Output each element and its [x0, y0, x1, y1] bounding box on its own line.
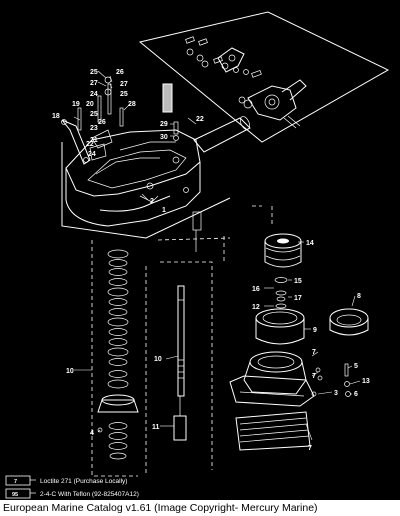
- image-caption: European Marine Catalog v1.61 (Image Cop…: [0, 500, 400, 516]
- callout: 27: [120, 81, 128, 88]
- callout: 25: [90, 111, 98, 118]
- callout: 30: [160, 134, 168, 141]
- wear-ring: [255, 308, 305, 345]
- bearing-stack: [107, 249, 129, 460]
- callout: 27: [90, 80, 98, 87]
- legend-text-1: Loctite 271 (Purchase Locally): [40, 478, 127, 485]
- callout: 22: [86, 141, 94, 148]
- callout: 9: [313, 327, 317, 334]
- pump-housing: [65, 129, 201, 227]
- callout: 5: [354, 363, 358, 370]
- legend-code-1: 7: [14, 479, 17, 485]
- impeller-hardware: [274, 277, 288, 309]
- callout: 20: [86, 101, 94, 108]
- callout: 7: [312, 349, 316, 356]
- callout: 18: [52, 113, 60, 120]
- callout-labels: 25 27 24 26 27 25 28 19 20 25 26 18 21 2…: [52, 69, 370, 452]
- legend-code-2: 95: [12, 492, 18, 498]
- legend: 7 Loctite 271 (Purchase Locally) 95 2-4-…: [5, 475, 139, 499]
- callout: 1: [162, 207, 166, 214]
- callout: 10: [154, 356, 162, 363]
- callout: 26: [98, 119, 106, 126]
- left-panel-outline: [61, 142, 231, 239]
- callout: 25: [90, 69, 98, 76]
- callout: 25: [120, 91, 128, 98]
- cable-parts: [162, 83, 179, 141]
- callout: 2: [150, 198, 154, 205]
- legend-text-2: 2-4-C With Teflon (92-825407A12): [40, 491, 139, 498]
- drive-tube: [193, 116, 251, 153]
- assembly-guides: [91, 205, 273, 477]
- callout: 10: [66, 368, 74, 375]
- leader-lines: [73, 70, 361, 441]
- upper-panel: [138, 11, 390, 143]
- callout: 16: [252, 286, 260, 293]
- diagram-viewer: 25 27 24 26 27 25 28 19 20 25 26 18 21 2…: [5, 11, 390, 499]
- callout: 7: [312, 373, 316, 380]
- callout: 29: [160, 121, 168, 128]
- callout: 21: [90, 137, 98, 144]
- callout: 7: [308, 445, 312, 452]
- intake-grate: [235, 411, 311, 451]
- callout: 6: [354, 391, 358, 398]
- stator-nozzle: [229, 351, 315, 407]
- bearing-housing: [97, 394, 139, 433]
- callout: 12: [252, 304, 260, 311]
- callout: 24: [88, 151, 96, 158]
- drive-shaft: [173, 211, 202, 441]
- callout: 28: [128, 101, 136, 108]
- callout: 17: [294, 295, 302, 302]
- right-hardware: [311, 363, 351, 397]
- callout: 24: [90, 91, 98, 98]
- seal-ring: [329, 308, 369, 336]
- callout: 15: [294, 278, 302, 285]
- callout: 11: [152, 424, 160, 431]
- callout: 4: [90, 430, 94, 437]
- callout: 14: [306, 240, 314, 247]
- callout: 8: [357, 293, 361, 300]
- impeller: [264, 233, 302, 268]
- callout: 19: [72, 101, 80, 108]
- callout: 22: [196, 116, 204, 123]
- callout: 26: [116, 69, 124, 76]
- callout: 23: [90, 125, 98, 132]
- exploded-parts-diagram: 25 27 24 26 27 25 28 19 20 25 26 18 21 2…: [5, 11, 390, 499]
- callout: 13: [362, 378, 370, 385]
- callout: 3: [334, 390, 338, 397]
